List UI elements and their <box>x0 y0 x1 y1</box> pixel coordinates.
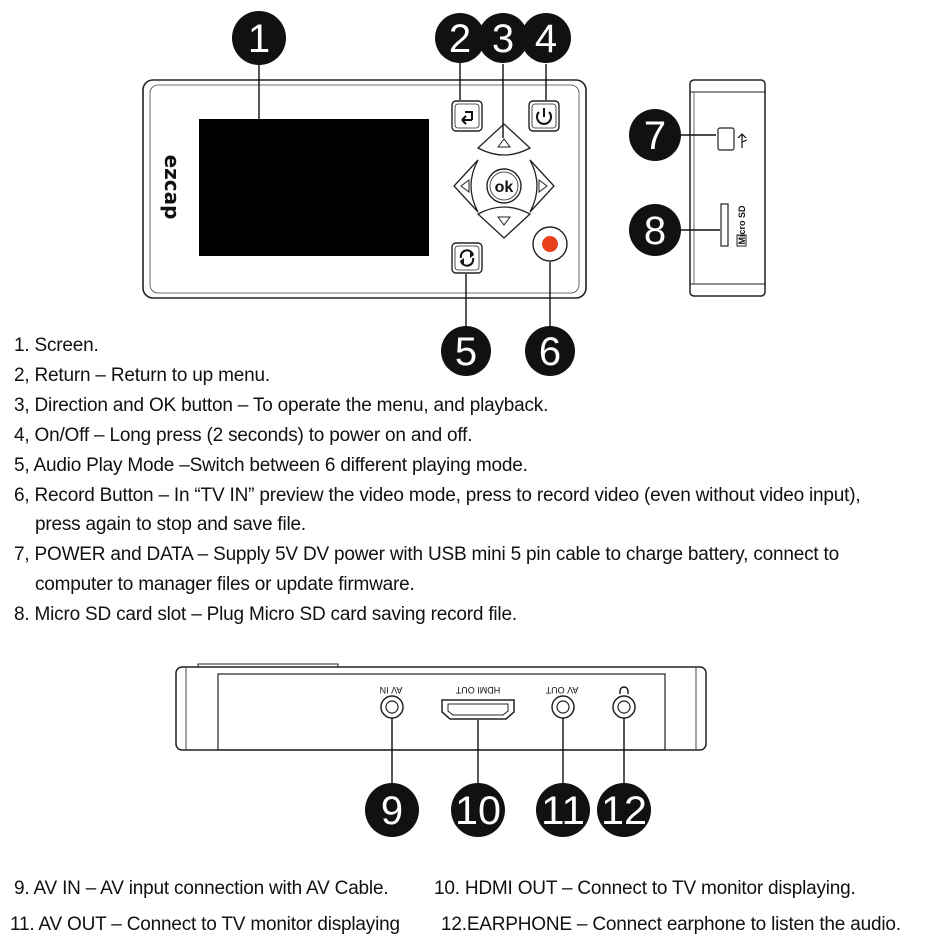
svg-text:1: 1 <box>248 17 270 61</box>
description-10: 10. HDMI OUT – Connect to TV monitor dis… <box>434 878 856 899</box>
callout-6: 6 <box>525 326 575 376</box>
device-side-view: Micro SD <box>689 79 766 297</box>
left-button[interactable] <box>453 159 479 213</box>
record-dot-icon <box>542 236 558 252</box>
right-arrow-icon <box>538 179 548 193</box>
brand-logo: ezcap <box>160 155 184 220</box>
record-button[interactable] <box>532 226 568 262</box>
earphone-port <box>612 695 636 719</box>
down-arrow-icon <box>497 216 511 226</box>
leader-lines <box>258 62 720 784</box>
svg-text:8: 8 <box>644 209 666 253</box>
power-icon <box>536 111 552 125</box>
left-arrow-icon <box>460 179 470 193</box>
hdmi-out-port <box>441 699 515 720</box>
callout-5: 5 <box>441 326 491 376</box>
callout-9: 9 <box>365 783 419 837</box>
svg-text:12: 12 <box>601 789 647 833</box>
av-in-label: AV IN <box>380 685 403 695</box>
direction-pad: ok <box>453 123 555 239</box>
description-9: 9. AV IN – AV input connection with AV C… <box>14 878 389 899</box>
callout-7: 7 <box>629 109 681 161</box>
up-arrow-icon <box>497 138 511 148</box>
hdmi-out-label: HDMI OUT <box>455 685 500 695</box>
description-6: 6, Record Button – In “TV IN” preview th… <box>14 485 861 506</box>
repeat-icon <box>459 249 475 267</box>
callout-8: 8 <box>629 204 681 256</box>
svg-text:11: 11 <box>541 789 585 833</box>
svg-text:2: 2 <box>449 17 471 61</box>
svg-text:10: 10 <box>455 789 501 833</box>
callout-3: 3 <box>478 13 528 63</box>
description-7: 7, POWER and DATA – Supply 5V DV power w… <box>14 544 839 565</box>
description-5: 5, Audio Play Mode –Switch between 6 dif… <box>14 455 528 476</box>
device-front-view: ezcap <box>142 79 587 299</box>
callout-2: 2 <box>435 13 485 63</box>
svg-text:9: 9 <box>381 789 403 833</box>
av-in-port <box>380 695 404 719</box>
usb-icon <box>737 133 748 148</box>
description-8: 8. Micro SD card slot – Plug Micro SD ca… <box>14 604 517 625</box>
description-11: 11. AV OUT – Connect to TV monitor displ… <box>10 914 400 935</box>
av-out-port <box>551 695 575 719</box>
callout-1: 1 <box>232 11 286 65</box>
down-button[interactable] <box>476 206 532 239</box>
side-body <box>689 79 766 297</box>
svg-text:6: 6 <box>539 330 561 374</box>
usb-port <box>717 127 735 151</box>
right-button[interactable] <box>529 159 555 213</box>
return-button[interactable] <box>451 100 483 132</box>
ok-button[interactable] <box>486 168 522 204</box>
device-body-inner <box>149 84 580 294</box>
screen <box>199 119 429 256</box>
svg-text:5: 5 <box>455 330 477 374</box>
callout-12: 12 <box>597 783 651 837</box>
description-7-continued: computer to manager files or update firm… <box>35 574 415 595</box>
return-icon <box>461 111 473 125</box>
callout-10: 10 <box>451 783 505 837</box>
av-out-label: AV OUT <box>545 685 578 695</box>
description-6-continued: press again to stop and save file. <box>35 514 306 535</box>
description-4: 4, On/Off – Long press (2 seconds) to po… <box>14 425 473 446</box>
description-1: 1. Screen. <box>14 335 99 356</box>
device-bottom-view: AV IN HDMI OUT AV OUT <box>175 663 707 751</box>
svg-text:3: 3 <box>492 17 514 61</box>
description-3: 3, Direction and OK button – To operate … <box>14 395 549 416</box>
power-button[interactable] <box>528 100 560 132</box>
callout-4: 4 <box>521 13 571 63</box>
headphone-icon <box>619 686 629 694</box>
ok-label: ok <box>495 179 514 196</box>
svg-text:7: 7 <box>644 114 666 158</box>
audio-mode-button[interactable] <box>451 242 483 274</box>
description-12: 12.EARPHONE – Connect earphone to listen… <box>441 914 901 935</box>
description-2: 2, Return – Return to up menu. <box>14 365 270 386</box>
svg-text:4: 4 <box>535 17 557 61</box>
sd-card-icon <box>736 234 747 247</box>
callout-11: 11 <box>536 783 590 837</box>
callouts: 1 2 3 4 7 8 5 6 9 10 11 12 <box>232 11 681 837</box>
micro-sd-label: Micro SD <box>737 205 747 245</box>
micro-sd-slot <box>720 203 729 247</box>
